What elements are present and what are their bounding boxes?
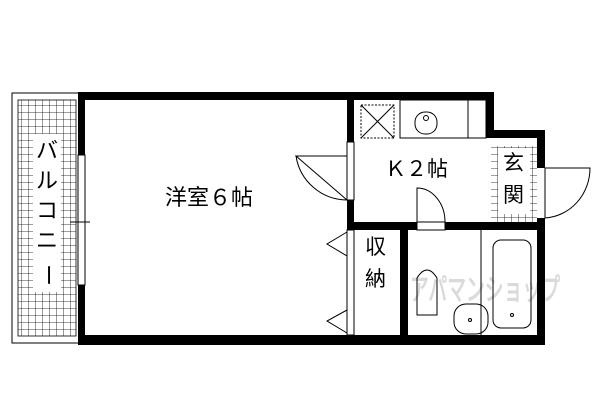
balcony-label-3: コ	[36, 199, 58, 224]
storage-label-2: 納	[365, 267, 386, 291]
storage-door-top	[326, 231, 348, 257]
balcony-label-4: ニ	[36, 229, 58, 254]
entrance-label-1: 玄	[503, 151, 524, 175]
balcony	[11, 92, 81, 344]
kitchen-label: Ｋ２帖	[385, 157, 448, 181]
watermark-logo: アパマンショップ	[410, 273, 561, 308]
storage-door-bottom	[325, 309, 348, 334]
entrance-label-2: 関	[503, 183, 524, 207]
door-swing-room	[294, 155, 348, 201]
bath-fixtures	[416, 230, 532, 335]
balcony-label-5: ー	[35, 264, 60, 286]
door-swing-entrance	[544, 167, 591, 219]
storage-label-1: 収	[365, 235, 386, 259]
balcony-label-2: ル	[36, 169, 58, 194]
door-swing-kitchen	[416, 187, 446, 223]
window	[77, 154, 86, 286]
western-room-label: 洋室６帖	[165, 186, 253, 211]
balcony-label-1: バ	[36, 139, 58, 164]
kitchen-fixtures	[360, 99, 487, 139]
